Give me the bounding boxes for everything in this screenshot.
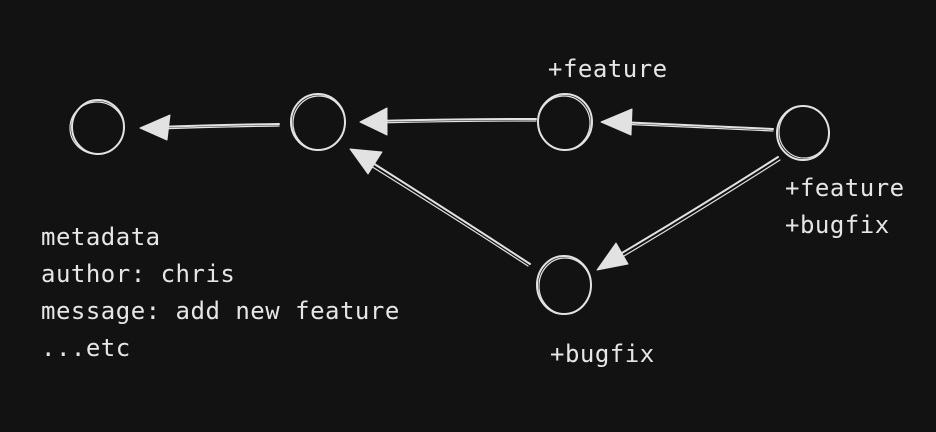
commit-node-1 [69, 99, 125, 155]
label-bugfix-bottom: +bugfix [550, 340, 655, 368]
commit-node-bugfix [536, 255, 592, 315]
commit-node-merge [776, 105, 830, 161]
label-merge-feature: +feature [785, 174, 905, 202]
commit-node-2 [290, 93, 346, 151]
metadata-title: metadata [41, 223, 161, 251]
arrow-bugfix-to-node2 [349, 148, 531, 267]
metadata-message: message: add new feature [41, 297, 400, 325]
commit-node-feature [537, 93, 593, 151]
arrow-merge-to-bugfix [596, 156, 781, 271]
label-feature-top: +feature [548, 55, 668, 83]
arrow-node2-to-node1 [139, 114, 280, 141]
arrow-merge-to-feature [600, 108, 774, 136]
metadata-etc: ...etc [41, 334, 131, 362]
label-merge-bugfix: +bugfix [785, 211, 890, 239]
arrow-feature-to-node2 [359, 107, 537, 136]
metadata-author: author: chris [41, 260, 236, 288]
